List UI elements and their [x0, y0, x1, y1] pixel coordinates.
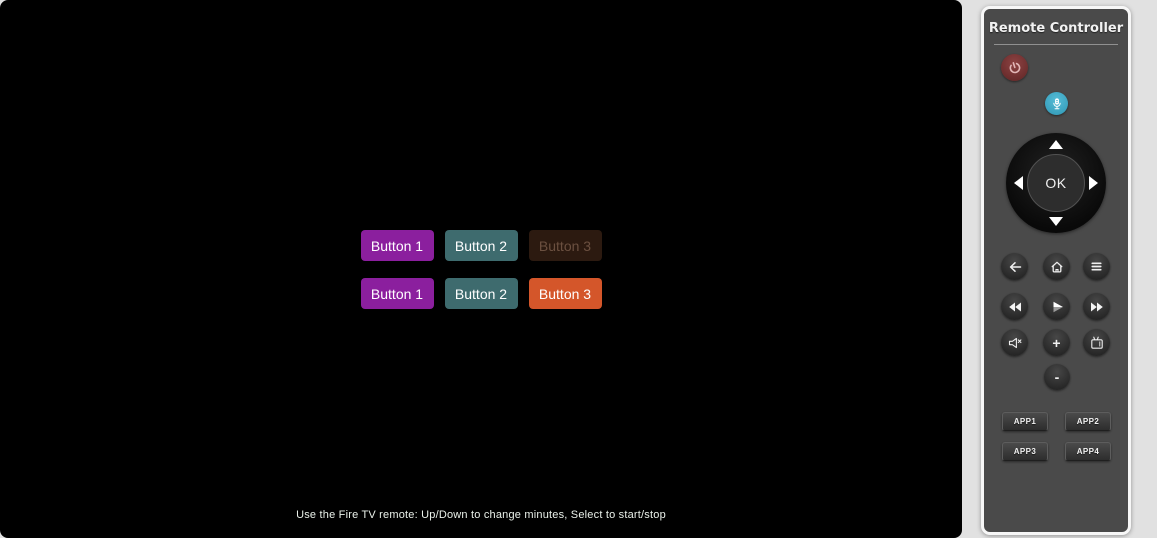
home-icon — [1049, 259, 1065, 275]
play-icon — [1049, 299, 1065, 315]
title-separator — [994, 44, 1118, 45]
voice-button[interactable] — [1045, 92, 1068, 115]
minus-label: - — [1054, 369, 1060, 385]
dpad-down-icon[interactable] — [1049, 217, 1063, 226]
app4-button[interactable]: APP4 — [1065, 442, 1111, 461]
button-1-row1[interactable]: Button 1 — [360, 230, 434, 261]
remote-controller-panel: Remote Controller — [962, 0, 1157, 538]
button-2-row2[interactable]: Button 2 — [444, 278, 518, 309]
button-3-row2[interactable]: Button 3 — [528, 278, 602, 309]
remote-usage-hint: Use the Fire TV remote: Up/Down to chang… — [296, 509, 666, 521]
fast-forward-icon — [1089, 299, 1105, 315]
volume-down-button[interactable]: - — [1044, 364, 1070, 390]
button-3-row1-disabled: Button 3 — [528, 230, 602, 261]
back-icon — [1007, 259, 1023, 275]
mute-button[interactable] — [1001, 329, 1028, 356]
button-row-1: Button 1 Button 2 Button 3 — [360, 230, 602, 261]
ok-button[interactable]: OK — [1027, 154, 1085, 212]
app3-button[interactable]: APP3 — [1002, 442, 1048, 461]
button-2-row1[interactable]: Button 2 — [444, 230, 518, 261]
home-button[interactable] — [1043, 253, 1070, 280]
fast-forward-button[interactable] — [1083, 293, 1110, 320]
button-row-2: Button 1 Button 2 Button 3 — [360, 278, 602, 309]
tv-screen: Button 1 Button 2 Button 3 Button 1 Butt… — [0, 0, 962, 538]
dpad-right-icon[interactable] — [1089, 176, 1098, 190]
microphone-icon — [1050, 97, 1064, 111]
app2-button[interactable]: APP2 — [1065, 412, 1111, 431]
tv-channel-button[interactable] — [1083, 329, 1110, 356]
dpad-up-icon[interactable] — [1049, 140, 1063, 149]
play-pause-button[interactable] — [1043, 293, 1070, 320]
power-icon — [1007, 60, 1023, 76]
tv-icon — [1089, 335, 1105, 351]
volume-up-button[interactable]: + — [1043, 329, 1070, 356]
plus-label: + — [1052, 334, 1061, 351]
dpad-left-icon[interactable] — [1014, 176, 1023, 190]
menu-icon — [1089, 259, 1104, 274]
mute-icon — [1007, 335, 1023, 351]
button-1-row2[interactable]: Button 1 — [360, 278, 434, 309]
menu-button[interactable] — [1083, 253, 1110, 280]
rewind-button[interactable] — [1001, 293, 1028, 320]
remote-body: Remote Controller — [981, 6, 1131, 535]
back-button[interactable] — [1001, 253, 1028, 280]
dpad: OK — [1006, 133, 1106, 233]
screen-button-group: Button 1 Button 2 Button 3 Button 1 Butt… — [0, 230, 962, 309]
app1-button[interactable]: APP1 — [1002, 412, 1048, 431]
rewind-icon — [1007, 299, 1023, 315]
remote-title: Remote Controller — [988, 21, 1124, 36]
power-button[interactable] — [1001, 54, 1028, 81]
